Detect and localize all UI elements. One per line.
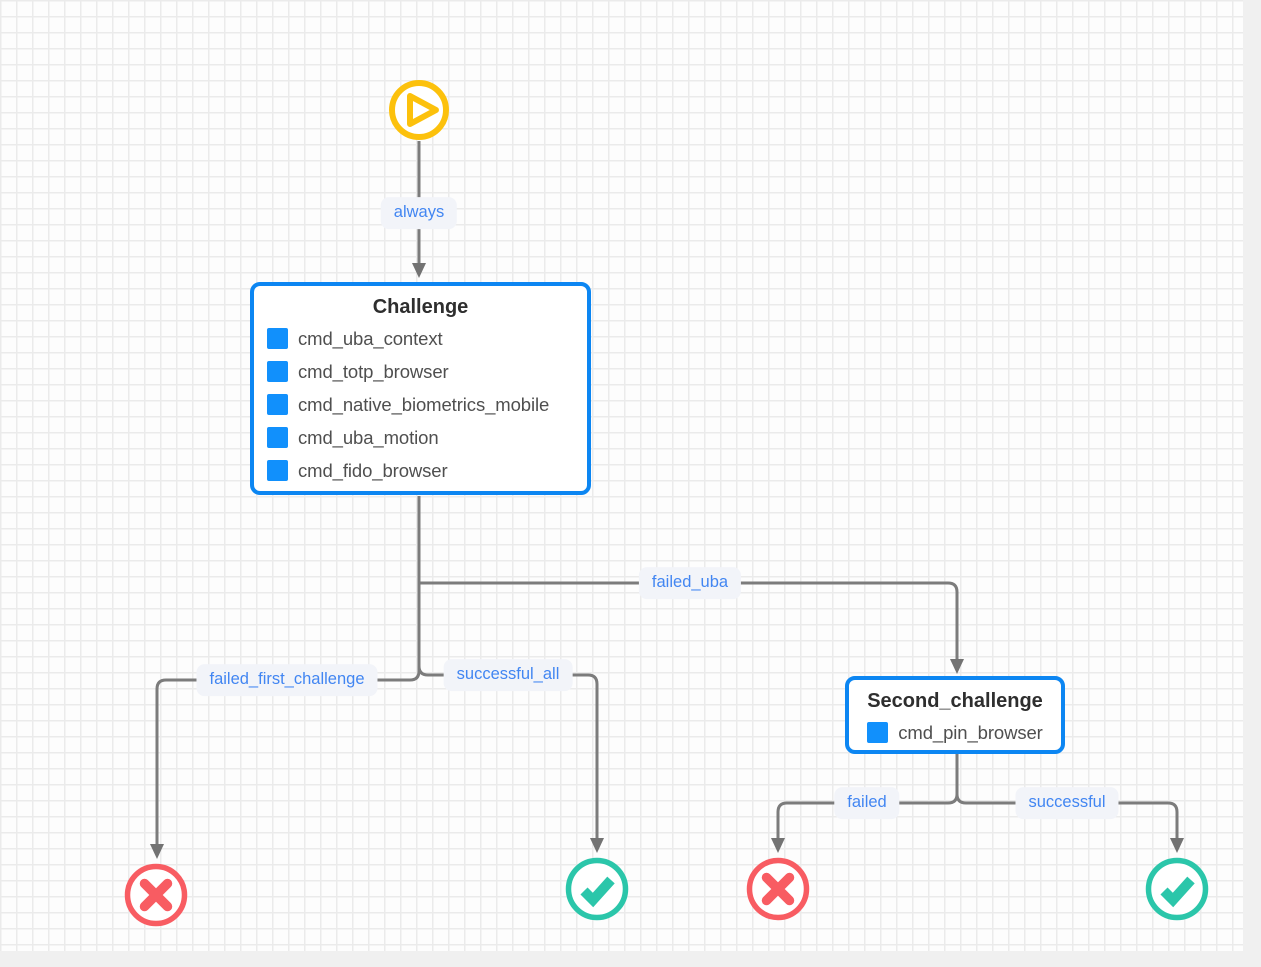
node-title: Second_challenge: [867, 690, 1043, 712]
command-list: cmd_uba_context cmd_totp_browser cmd_nat…: [254, 322, 587, 487]
cross-icon: [744, 857, 812, 927]
canvas-edge-right: [1243, 0, 1252, 959]
command-row[interactable]: cmd_uba_motion: [254, 421, 587, 454]
command-list: cmd_pin_browser: [849, 716, 1061, 749]
success-end-node[interactable]: [1143, 855, 1211, 923]
arrowhead: [950, 659, 964, 674]
edge-label-failed[interactable]: failed: [834, 787, 900, 819]
arrowhead: [150, 844, 164, 859]
command-row[interactable]: cmd_pin_browser: [849, 716, 1061, 749]
command-label: cmd_pin_browser: [898, 721, 1043, 743]
check-icon: [1143, 857, 1211, 927]
command-row[interactable]: cmd_native_biometrics_mobile: [254, 388, 587, 421]
edge-label-failed-first-challenge[interactable]: failed_first_challenge: [196, 664, 378, 696]
edge-label-successful[interactable]: successful: [1015, 787, 1119, 819]
blue-square-icon: [267, 460, 288, 481]
success-end-node[interactable]: [563, 855, 631, 923]
blue-square-icon: [267, 361, 288, 382]
arrowhead: [590, 838, 604, 853]
blue-square-icon: [267, 328, 288, 349]
arrowhead: [771, 838, 785, 853]
node-second-challenge[interactable]: Second_challenge cmd_pin_browser: [845, 676, 1065, 754]
command-label: cmd_uba_context: [298, 327, 443, 349]
check-icon: [563, 857, 631, 927]
start-node[interactable]: [387, 78, 451, 142]
blue-square-icon: [867, 722, 889, 743]
command-row[interactable]: cmd_fido_browser: [254, 454, 587, 487]
canvas-edge-bottom: [0, 951, 1252, 959]
blue-square-icon: [267, 394, 288, 415]
node-title: Challenge: [372, 296, 469, 318]
edge-label-successful-all[interactable]: successful_all: [443, 659, 573, 691]
edge-label-failed-uba[interactable]: failed_uba: [638, 567, 742, 599]
blue-square-icon: [267, 427, 288, 448]
command-row[interactable]: cmd_totp_browser: [254, 355, 587, 388]
command-label: cmd_totp_browser: [298, 360, 449, 382]
edge-label-always[interactable]: always: [380, 197, 458, 229]
arrowhead: [412, 263, 426, 278]
failure-end-node[interactable]: [744, 855, 812, 923]
command-label: cmd_native_biometrics_mobile: [298, 393, 550, 415]
play-icon: [387, 80, 451, 146]
command-label: cmd_fido_browser: [298, 459, 448, 481]
command-row[interactable]: cmd_uba_context: [254, 322, 587, 355]
cross-icon: [122, 863, 190, 933]
arrowhead: [1170, 838, 1184, 853]
node-challenge[interactable]: Challenge cmd_uba_context cmd_totp_brows…: [250, 282, 591, 495]
failure-end-node[interactable]: [122, 861, 190, 929]
command-label: cmd_uba_motion: [298, 426, 439, 448]
